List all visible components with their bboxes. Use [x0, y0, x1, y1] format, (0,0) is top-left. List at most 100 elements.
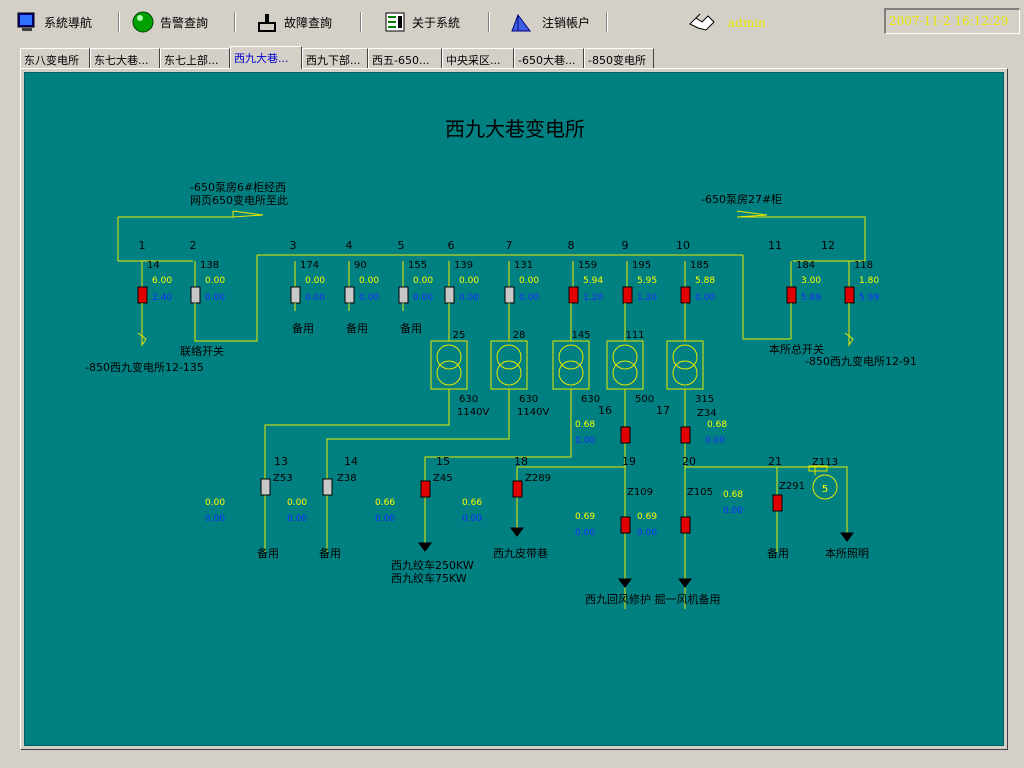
switch-184 [786, 286, 797, 304]
logout-button[interactable]: 注销帳户 [510, 8, 590, 36]
panel-icon [385, 12, 405, 32]
feeder-number: 14 [344, 455, 358, 468]
lower-switch-id: Z45 [433, 473, 453, 484]
load-spare-1: 备用 [257, 546, 279, 560]
bus-number: 1 [139, 239, 146, 252]
tab-4[interactable]: 西九下部... [302, 48, 368, 69]
bus-number: 6 [448, 239, 455, 252]
switch-value-1: 0.00 [413, 276, 433, 286]
lower-switch-id: Z109 [627, 487, 653, 498]
transformer-id: 28 [513, 330, 526, 341]
switch-Z45 [420, 480, 431, 498]
logout-label: 注销帳户 [542, 15, 591, 30]
feeder-number: 15 [436, 455, 450, 468]
switch-id: 174 [300, 260, 319, 271]
spare-label: 备用 [292, 321, 314, 335]
switch-id: 90 [354, 260, 367, 271]
fault-query-button[interactable]: 故障查詢 [256, 8, 332, 36]
switch-id: 195 [632, 260, 651, 271]
tab-7[interactable]: -650大巷... [514, 48, 584, 69]
transformer-id: 25 [453, 330, 466, 341]
nav-button[interactable]: 系統導航 [16, 8, 92, 36]
transformer-145 [552, 340, 590, 390]
breaker-17 [680, 426, 691, 444]
lower-value-1: 0.69 [637, 512, 657, 522]
switch-value-2: 0.00 [305, 293, 325, 303]
lower-value-2: 0.00 [287, 514, 307, 524]
switch-value-2: 0.00 [413, 293, 433, 303]
switch-id: 14 [147, 260, 160, 271]
transformer-28-coil-b [496, 360, 522, 386]
switch-value-1: 0.00 [305, 276, 325, 286]
switch-id: 159 [578, 260, 597, 271]
sw17-value-1: 0.68 [707, 420, 727, 430]
switch-value-2: 5.89 [801, 293, 821, 303]
lower-value-1: 0.69 [575, 512, 595, 522]
alarm-query-label: 告警查詢 [160, 15, 209, 30]
transformer-id: 111 [625, 330, 644, 341]
load-arrow-light [840, 532, 854, 542]
feed-arrow-right [736, 210, 768, 218]
switch-value-2: 1.20 [583, 293, 603, 303]
switch-value-2: 5.99 [859, 293, 879, 303]
bus-number: 3 [290, 239, 297, 252]
motor-switch [808, 465, 828, 472]
switch-id: 184 [796, 260, 815, 271]
diagram-title: 西九大巷变电所 [445, 117, 585, 141]
lower-switch-id: Z289 [525, 473, 551, 484]
alarm-query-button[interactable]: 告警查詢 [132, 8, 208, 36]
transformer-id: 145 [571, 330, 590, 341]
tab-1[interactable]: 东七大巷... [90, 48, 160, 69]
bus-number: 5 [398, 239, 405, 252]
lower-value-2: 0.00 [637, 528, 657, 538]
feeder-number: 16 [598, 404, 612, 417]
right-feed-label: -850西九变电所12-91 [805, 354, 917, 368]
tab-2[interactable]: 东七上部... [160, 48, 230, 69]
transformer-rating: 630 [519, 394, 538, 405]
lower-value-2: 0.00 [575, 528, 595, 538]
load-spare-3: 备用 [767, 546, 789, 560]
spare-label: 备用 [346, 321, 368, 335]
wire [194, 259, 258, 342]
switch-value-1: 0.00 [205, 276, 225, 286]
spare-label: 备用 [400, 321, 422, 335]
bus-number: 12 [821, 239, 835, 252]
wire [264, 389, 450, 553]
switch-value-1: 6.00 [152, 276, 172, 286]
switch-id: 155 [408, 260, 427, 271]
switch-value-2: 0.00 [205, 293, 225, 303]
transformer-25 [430, 340, 468, 390]
tab-6[interactable]: 中央采区... [442, 48, 514, 69]
transformer-4-coil-b [672, 360, 698, 386]
switch-id: 118 [854, 260, 873, 271]
logout-icon [511, 13, 531, 32]
nav-button-label: 系統導航 [44, 15, 93, 30]
load-arrow-belt [510, 527, 524, 537]
tab-0[interactable]: 东八变电所 [20, 48, 90, 69]
switch-id: 138 [200, 260, 219, 271]
feed-arrow-left [232, 210, 264, 218]
switch-Z291 [772, 494, 783, 512]
bus-number: 7 [506, 239, 513, 252]
feed-note-left-2: 网页650变电所至此 [190, 193, 288, 207]
sw16-value-2: 0.00 [575, 436, 595, 446]
switch-value-2: 0.00 [459, 293, 479, 303]
switch-id: 185 [690, 260, 709, 271]
tab-5[interactable]: 西五-650... [368, 48, 442, 69]
tab-8[interactable]: -850变电所 [584, 48, 654, 69]
feeder-number: 17 [656, 404, 670, 417]
feed-note-left-1: -650泵房6#柜经西 [190, 181, 286, 194]
load-light: 本所照明 [825, 546, 869, 560]
transformer-rating: 500 [635, 394, 654, 405]
switch-131 [504, 286, 515, 304]
about-button[interactable]: 关于系統 [384, 8, 460, 36]
switch-value-2: 0.00 [519, 293, 539, 303]
transformer-111 [606, 340, 644, 390]
tab-3[interactable]: 西九大巷... [230, 46, 302, 69]
user-name: admin [728, 16, 766, 30]
fault-query-label: 故障查詢 [284, 15, 333, 30]
feed-note-right: -650泵房27#柜 [701, 193, 782, 206]
bus-number: 11 [768, 239, 782, 252]
transformer-rating: 315 [695, 394, 714, 405]
